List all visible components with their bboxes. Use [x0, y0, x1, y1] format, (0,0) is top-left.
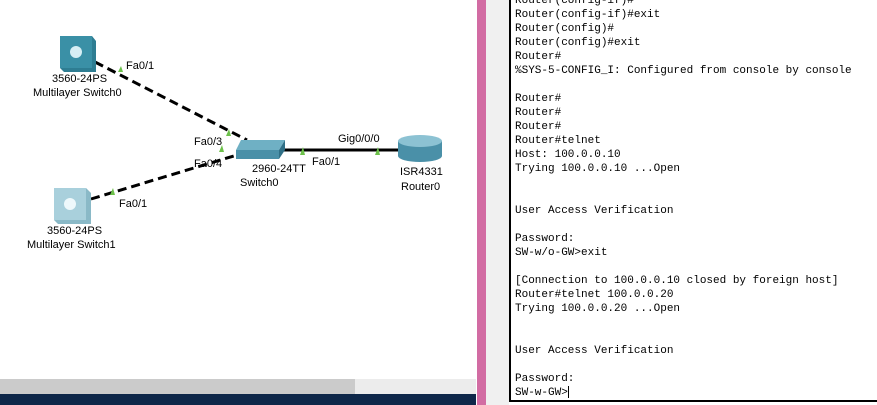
- terminal-line: Router#: [515, 121, 562, 133]
- text-cursor: [567, 386, 569, 399]
- port-label: Gig0/0/0: [338, 133, 380, 145]
- terminal-line: Router#: [515, 107, 562, 119]
- router-icon[interactable]: [398, 135, 442, 162]
- link-status-indicators: [110, 66, 380, 195]
- device-name-label: Multilayer Switch1: [27, 239, 116, 251]
- bottom-toolbar: [0, 394, 476, 405]
- cli-terminal[interactable]: Router(config-if)# Router(config-if)#exit…: [509, 0, 877, 402]
- device-model-label: 2960-24TT: [252, 163, 306, 175]
- terminal-line: [515, 218, 852, 232]
- terminal-line: [515, 176, 852, 190]
- terminal-line: Password:: [515, 373, 575, 385]
- terminal-line: Router(config-if)#: [515, 0, 634, 7]
- terminal-line: SW-w/o-GW>exit: [515, 247, 608, 259]
- terminal-line: Router(config-if)#exit: [515, 9, 661, 21]
- device-name-label: Multilayer Switch0: [33, 87, 122, 99]
- port-label: Fa0/3: [194, 136, 223, 148]
- terminal-line: Password:: [515, 233, 575, 245]
- terminal-line: [515, 316, 852, 330]
- terminal-line: Trying 100.0.0.20 ...Open: [515, 303, 681, 315]
- links-layer: [54, 36, 442, 224]
- port-label: Fa0/4: [194, 158, 223, 170]
- device-model-label: 3560-24PS: [47, 225, 103, 237]
- terminal-line: Router#telnet 100.0.0.20: [515, 289, 674, 301]
- multilayer-switch-icon[interactable]: [54, 188, 91, 224]
- device-model-label: 3560-24PS: [52, 73, 108, 85]
- terminal-line: [Connection to 100.0.0.10 closed by fore…: [515, 275, 839, 287]
- link-up-icon: [375, 147, 380, 155]
- terminal-output: Router(config-if)# Router(config-if)#exit…: [511, 0, 852, 400]
- terminal-line: User Access Verification: [515, 345, 674, 357]
- terminal-prompt: SW-w-GW>: [515, 387, 568, 399]
- terminal-line: Router(config)#: [515, 23, 615, 35]
- link-mls1-sw0[interactable]: [90, 153, 238, 201]
- device-model-label: ISR4331: [400, 166, 443, 178]
- device-name-label: Router0: [401, 181, 441, 193]
- device-name-label: Switch0: [240, 177, 279, 189]
- terminal-line: [515, 190, 852, 204]
- terminal-line: Router#: [515, 51, 562, 63]
- terminal-line: Host: 100.0.0.10: [515, 149, 621, 161]
- terminal-line: %SYS-5-CONFIG_I: Configured from console…: [515, 65, 852, 77]
- terminal-line: Router#: [515, 93, 562, 105]
- port-label: Fa0/1: [126, 60, 155, 72]
- link-up-icon: [219, 145, 224, 152]
- terminal-line: [515, 260, 852, 274]
- link-up-icon: [300, 147, 305, 155]
- port-label: Fa0/1: [312, 156, 341, 168]
- terminal-prompt-line[interactable]: SW-w-GW>: [515, 386, 852, 400]
- scrollbar-thumb[interactable]: [0, 379, 355, 394]
- terminal-line: User Access Verification: [515, 205, 674, 217]
- link-up-icon: [118, 66, 123, 72]
- cli-panel-margin: [486, 0, 509, 405]
- terminal-line: [515, 330, 852, 344]
- switch-icon[interactable]: [236, 140, 285, 159]
- link-up-icon: [226, 129, 231, 136]
- terminal-line: Router#telnet: [515, 135, 601, 147]
- port-label: Fa0/1: [119, 198, 148, 210]
- window-divider[interactable]: [477, 0, 486, 405]
- multilayer-switch-icon[interactable]: [60, 36, 96, 72]
- link-up-icon: [110, 188, 115, 195]
- terminal-line: [515, 78, 852, 92]
- topology-canvas[interactable]: 3560-24PS Multilayer Switch0 3560-24PS M…: [0, 0, 476, 405]
- horizontal-scrollbar[interactable]: [0, 379, 476, 394]
- link-mls0-sw0[interactable]: [94, 60, 248, 142]
- terminal-line: Router(config)#exit: [515, 37, 641, 49]
- terminal-line: Trying 100.0.0.10 ...Open: [515, 163, 681, 175]
- terminal-line: [515, 358, 852, 372]
